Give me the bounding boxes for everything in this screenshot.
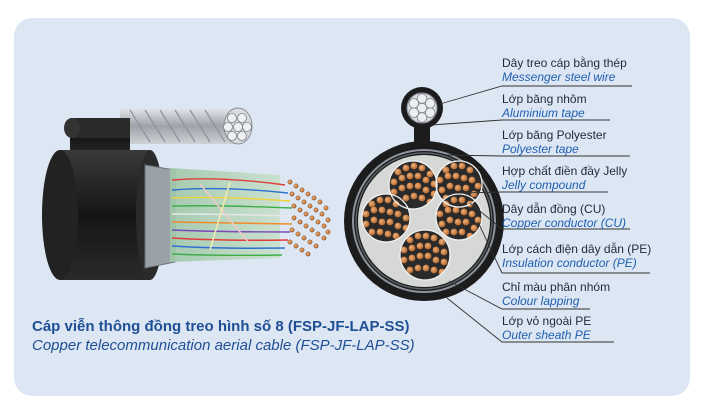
title-english: Copper telecommunication aerial cable (F… <box>32 337 415 354</box>
callout-label-vi: Chỉ màu phân nhóm <box>502 280 611 294</box>
cable-title: Cáp viễn thông đồng treo hình số 8 (FSP-… <box>32 318 415 354</box>
callout-label-vi: Lớp vỏ ngoài PE <box>502 314 592 328</box>
insulated-conductors-side <box>171 178 294 257</box>
callout-label-en: Polyester tape <box>502 142 579 156</box>
leader-lines <box>430 85 650 343</box>
callout-copper-conductor: Dây dẫn đồng (CU) Copper conductor (CU) <box>502 202 626 230</box>
callout-label-vi: Dây dẫn đồng (CU) <box>502 202 606 216</box>
callout-outer-sheath: Lớp vỏ ngoài PE Outer sheath PE <box>502 314 591 342</box>
callout-colour-lapping: Chỉ màu phân nhóm Colour lapping <box>502 280 610 308</box>
cable-cross-section <box>344 87 504 301</box>
messenger-wire-side <box>120 107 253 145</box>
callout-label-en: Colour lapping <box>502 294 580 308</box>
cable-side-view <box>42 107 331 280</box>
callout-label-vi: Hợp chất điền đầy Jelly <box>502 164 628 178</box>
outer-sheath-side <box>42 118 164 280</box>
callout-label-en: Aluminium tape <box>502 106 585 120</box>
title-vietnamese: Cáp viễn thông đồng treo hình số 8 (FSP-… <box>32 318 410 335</box>
callout-label-en: Messenger steel wire <box>502 70 616 84</box>
callout-label-en: Jelly compound <box>502 178 586 192</box>
colour-lapping-rings <box>361 160 483 281</box>
callout-label-vi: Dây treo cáp bằng thép <box>502 56 627 70</box>
callout-label-vi: Lớp băng nhôm <box>502 92 587 106</box>
callout-aluminium-tape: Lớp băng nhôm Aluminium tape <box>502 92 587 120</box>
messenger-wire-cross-section <box>401 87 443 129</box>
aluminium-tape-ring <box>352 149 496 293</box>
aluminium-tape-side <box>144 164 176 269</box>
callout-label-en: Copper conductor (CU) <box>502 216 627 230</box>
callout-jelly-compound: Hợp chất điền đầy Jelly Jelly compound <box>502 164 627 192</box>
callout-insulation-conductor: Lớp cách điện dây dẫn (PE) Insulation co… <box>502 242 651 270</box>
copper-conductor-ends <box>287 179 331 257</box>
conductor-groups <box>361 160 483 281</box>
callout-label-en: Outer sheath PE <box>502 328 591 342</box>
callout-label-vi: Lớp cách điện dây dẫn (PE) <box>502 242 652 256</box>
callout-messenger-steel-wire: Dây treo cáp bằng thép Messenger steel w… <box>502 56 627 84</box>
callout-label-vi: Lớp băng Polyester <box>502 128 607 142</box>
callout-polyester-tape: Lớp băng Polyester Polyester tape <box>502 128 607 156</box>
callout-label-en: Insulation conductor (PE) <box>502 256 637 270</box>
